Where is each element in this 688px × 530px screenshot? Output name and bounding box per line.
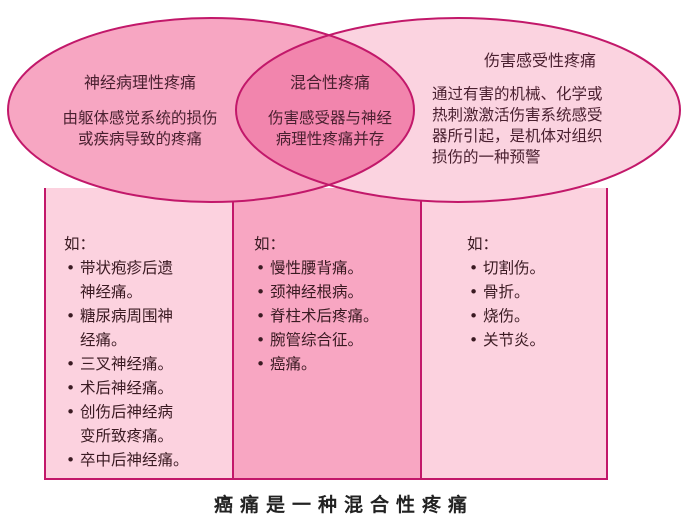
list-item: 脊柱术后疼痛。 [254,304,379,328]
list-item: 关节炎。 [467,328,545,352]
list-item: 糖尿病周围神 [64,304,189,328]
box-mixed-examples: 如： 慢性腰背痛。 颈神经根病。 脊柱术后疼痛。 腕管综合征。 癌痛。 [232,188,422,480]
list-item: 术后神经痛。 [64,376,189,400]
neuropathic-pain-description: 由躯体感觉系统的损伤 或疾病导致的疼痛 [62,109,218,148]
examples-prefix: 如： [467,235,499,253]
examples-prefix: 如： [254,235,286,253]
list-item: 慢性腰背痛。 [254,256,379,280]
mixed-pain-description: 伤害感受器与神经 病理性疼痛并存 [267,109,392,148]
list-item: 三叉神经痛。 [64,352,189,376]
list-item: 癌痛。 [254,352,379,376]
list-item-continuation: 经痛。 [80,331,127,349]
diagram-caption: 癌痛是一种混合性疼痛 [213,494,474,516]
list-item-continuation: 变所致疼痛。 [80,427,174,445]
examples-list: 切割伤。 骨折。 烧伤。 关节炎。 [467,256,545,352]
box-nociceptive-examples: 如： 切割伤。 骨折。 烧伤。 关节炎。 [420,188,608,480]
list-item: 卒中后神经痛。 [64,448,189,472]
overlap-region [236,18,414,202]
nociceptive-pain-title: 伤害感受性疼痛 [483,51,596,70]
list-item: 颈神经根病。 [254,280,379,304]
mixed-pain-title: 混合性疼痛 [289,73,370,92]
neuropathic-pain-title: 神经病理性疼痛 [83,73,196,92]
list-item: 带状疱疹后遗 [64,256,189,280]
list-item: 切割伤。 [467,256,545,280]
nociceptive-pain-description: 通过有害的机械、化学或 热刺激激活伤害系统感受 器所引起，是机体对组织 损伤的一… [432,85,603,166]
examples-prefix: 如： [64,235,96,253]
examples-list: 带状疱疹后遗 神经痛。 糖尿病周围神 经痛。 三叉神经痛。 术后神经痛。 创伤后… [64,256,189,472]
box-neuropathic-examples: 如： 带状疱疹后遗 神经痛。 糖尿病周围神 经痛。 三叉神经痛。 术后神经痛。 … [44,188,234,480]
list-item: 腕管综合征。 [254,328,379,352]
list-item: 骨折。 [467,280,545,304]
list-item-continuation: 神经痛。 [80,283,143,301]
list-item: 烧伤。 [467,304,545,328]
examples-list: 慢性腰背痛。 颈神经根病。 脊柱术后疼痛。 腕管综合征。 癌痛。 [254,256,379,376]
venn-diagram [7,17,681,203]
list-item: 创伤后神经病 [64,400,189,424]
